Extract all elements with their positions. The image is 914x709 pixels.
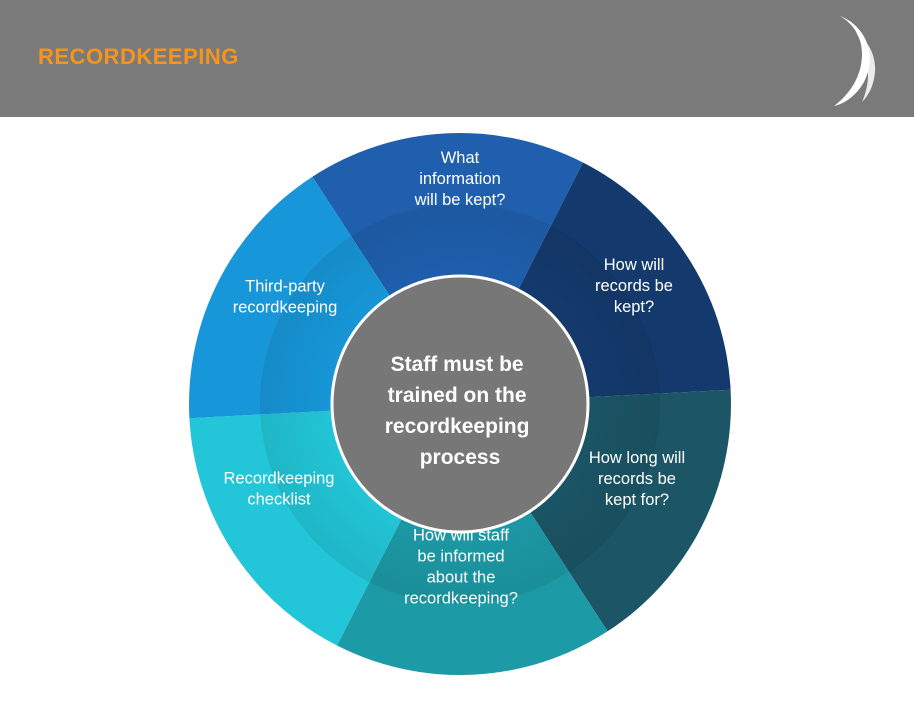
segment-label-line: checklist (247, 491, 311, 509)
center-circle (330, 274, 590, 534)
segment-label-line: records be (595, 277, 673, 295)
segment-label-line: kept? (614, 298, 654, 316)
segment-label-checklist: Recordkeeping checklist (224, 470, 335, 509)
segment-label-how-long: How long will records be kept for? (589, 449, 685, 509)
header-bar: RECORDKEEPING (0, 0, 914, 117)
segment-label-line: Recordkeeping (224, 470, 335, 488)
segment-label-line: How will (604, 256, 665, 274)
center-label: Staff must be trained on the recordkeepi… (385, 353, 536, 469)
segment-label-line: recordkeeping (233, 299, 338, 317)
center-line-1: Staff must be (391, 353, 524, 376)
segment-label-how-kept: How will records be kept? (595, 256, 673, 316)
segment-label-line: about the (427, 569, 496, 587)
recordkeeping-wheel: What information will be kept? How will reco… (0, 117, 914, 704)
page-title: RECORDKEEPING (38, 44, 239, 69)
center-line-4: process (420, 446, 501, 469)
swoosh-logo-icon (834, 16, 876, 106)
wheel-svg: What information will be kept? How will reco… (189, 132, 731, 676)
segment-label-line: How long will (589, 449, 685, 467)
segment-label-line: Third-party (245, 278, 326, 296)
center-line-2: trained on the (388, 384, 527, 407)
center-group: Staff must be trained on the recordkeepi… (330, 274, 590, 534)
segment-label-line: records be (598, 470, 676, 488)
center-line-3: recordkeeping (385, 415, 530, 438)
labels-layer: What information will be kept? How will reco… (224, 149, 686, 608)
segment-label-line: be informed (417, 548, 504, 566)
segment-label-information: What information will be kept? (414, 149, 506, 209)
segment-label-line: will be kept? (414, 191, 506, 209)
segment-label-line: kept for? (605, 491, 669, 509)
segment-label-line: What (441, 149, 480, 167)
segment-label-line: information (419, 170, 501, 188)
segment-label-third-party: Third-party recordkeeping (233, 278, 338, 317)
segment-label-line: recordkeeping? (404, 590, 518, 608)
